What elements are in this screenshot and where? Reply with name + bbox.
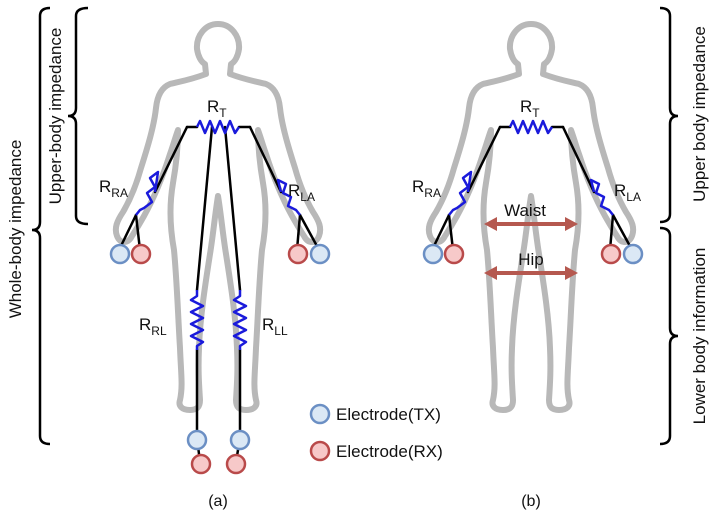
- legend-tx-marker: [309, 403, 331, 425]
- label-lower-body-information-b: Lower body information: [690, 248, 709, 425]
- resistor-right-leg-a: [189, 290, 205, 350]
- electrode-tx-left-foot-a: [229, 429, 251, 451]
- caption-a: (a): [208, 493, 228, 510]
- bracket-upper-b: [659, 6, 679, 224]
- panel-a: RT RRA RLA RRL RLL Upper-body impedance …: [6, 6, 331, 510]
- resistors-b: [448, 119, 614, 216]
- label-rt-b: RT: [520, 97, 540, 120]
- electrode-rx-right-hand-b: [443, 243, 465, 265]
- label-waist: Waist: [504, 201, 546, 220]
- electrodes-a: [109, 243, 331, 475]
- legend-rx-marker: [309, 440, 331, 462]
- label-rrl-a: RRL: [139, 315, 167, 338]
- bracket-lower-b: [659, 226, 679, 446]
- label-hip: Hip: [518, 250, 544, 269]
- caption-b: (b): [521, 493, 541, 510]
- electrode-tx-right-hand-b: [422, 243, 444, 265]
- legend-tx-label: Electrode(TX): [336, 405, 441, 424]
- resistor-left-arm-b: [589, 178, 614, 216]
- resistor-left-arm-a: [276, 178, 301, 216]
- legend-rx-label: Electrode(RX): [336, 442, 443, 461]
- bracket-upper-a: [67, 6, 89, 226]
- label-upper-body-impedance-b: Upper body impedance: [690, 26, 709, 202]
- resistor-torso-b: [508, 119, 554, 135]
- electrode-rx-left-hand-b: [600, 243, 622, 265]
- label-rra-a: RRA: [99, 177, 128, 200]
- resistor-torso-a: [195, 119, 241, 135]
- label-rra-b: RRA: [412, 177, 441, 200]
- measure-arrows-b: [484, 217, 578, 280]
- body-outline-a: [116, 24, 320, 410]
- legend: Electrode(TX) Electrode(RX): [309, 403, 443, 462]
- electrode-rx-left-hand-a: [287, 243, 309, 265]
- electrode-rx-right-hand-a: [130, 243, 152, 265]
- resistor-right-arm-b: [448, 170, 473, 216]
- resistor-left-leg-a: [232, 290, 248, 350]
- label-rla-b: RLA: [614, 181, 641, 204]
- electrode-rx-left-foot-a: [225, 453, 247, 475]
- panel-b: Waist Hip RT RRA RLA Upper body impedanc…: [412, 6, 709, 510]
- electrode-tx-right-foot-a: [186, 429, 208, 451]
- electrodes-b: [422, 243, 644, 265]
- electrode-rx-right-foot-a: [190, 453, 212, 475]
- label-rll-a: RLL: [262, 315, 288, 338]
- electrode-tx-right-hand-a: [109, 243, 131, 265]
- label-upper-body-impedance-a: Upper-body impedance: [46, 28, 65, 205]
- electrode-tx-left-hand-a: [309, 243, 331, 265]
- electrode-tx-left-hand-b: [622, 243, 644, 265]
- resistors-a: [135, 119, 301, 350]
- resistor-right-arm-a: [135, 170, 160, 216]
- label-whole-body-impedance-a: Whole-body impedance: [6, 140, 25, 319]
- label-rt-a: RT: [207, 97, 227, 120]
- bracket-whole-a: [31, 6, 51, 446]
- label-rla-a: RLA: [288, 181, 315, 204]
